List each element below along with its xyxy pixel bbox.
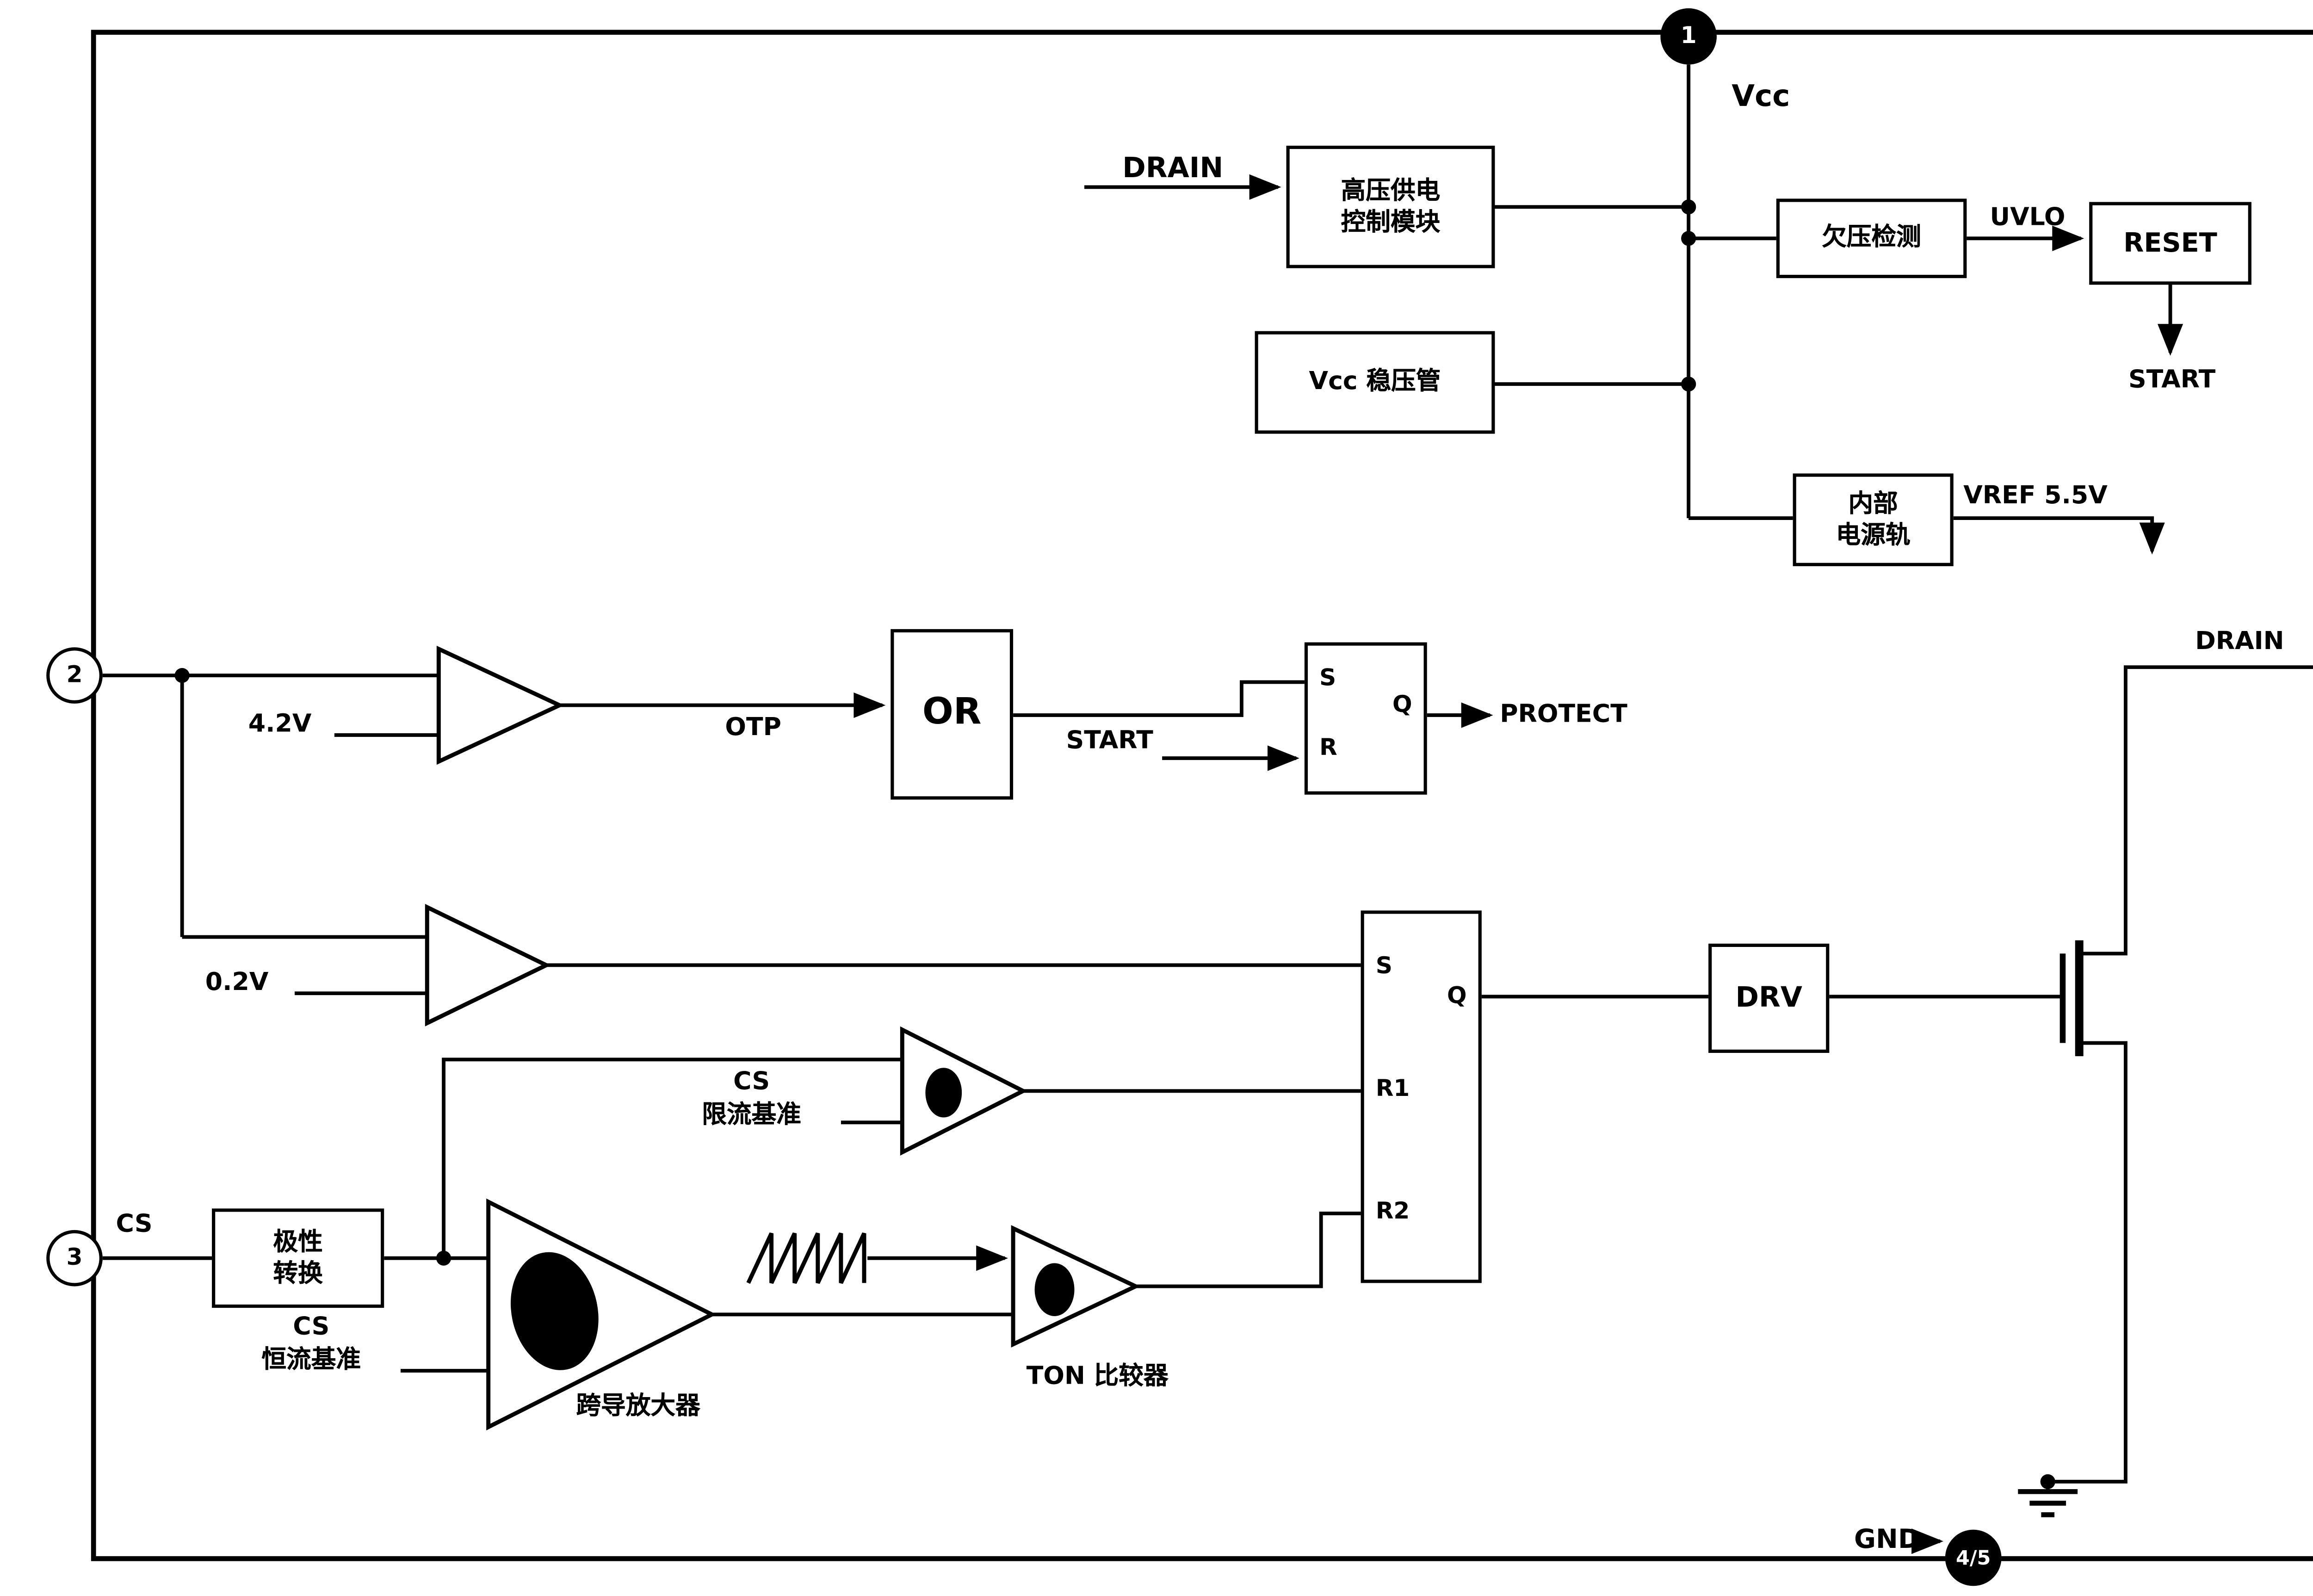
uvlo-detect-block: 欠压检测	[1776, 198, 1967, 278]
ton-comparator-label: TON 比较器	[1026, 1361, 1169, 1391]
drv-block: DRV	[1708, 943, 1830, 1053]
hv-supply-block: 高压供电 控制模块	[1286, 145, 1495, 268]
wire-or-to-latch1	[1013, 680, 1305, 717]
cs-cl-ref-line2: 限流基准	[702, 1098, 802, 1128]
uvlo-label: UVLO	[1990, 202, 2066, 232]
internal-rail-line1: 内部	[1848, 487, 1898, 518]
gm-amp-label: 跨导放大器	[576, 1391, 700, 1421]
pwm-latch-r1: R1	[1375, 1076, 1410, 1103]
demag-comparator-icon	[425, 903, 551, 1027]
protect-latch-block: S R Q	[1304, 642, 1427, 795]
pwm-latch-s: S	[1375, 953, 1392, 980]
hv-supply-line1: 高压供电	[1341, 174, 1441, 204]
junction-dot	[436, 1250, 451, 1266]
pin-3-cs: 3	[46, 1230, 103, 1287]
wire-cs-to-cmpc	[442, 1058, 903, 1258]
cs-cl-ref-label: CS 限流基准	[666, 1066, 838, 1131]
wire-drain-net	[2079, 665, 2313, 956]
polarity-line2: 转换	[273, 1258, 323, 1288]
polarity-convert-block: 极性 转换	[212, 1208, 384, 1308]
junction-dot	[2040, 1474, 2055, 1489]
cs-pin-label: CS	[116, 1208, 153, 1238]
gnd-label: GND	[1854, 1523, 1920, 1555]
junction-dot	[1681, 231, 1696, 246]
or-gate-label: OR	[922, 692, 982, 734]
cs-cc-ref-line2: 恒流基准	[261, 1343, 361, 1373]
protect-latch-r: R	[1319, 735, 1337, 762]
internal-rail-line2: 电源轨	[1836, 520, 1911, 550]
pwm-latch-r2: R2	[1375, 1198, 1410, 1225]
cs-cc-ref-line1: CS	[293, 1311, 330, 1341]
start-top-label: START	[2128, 364, 2216, 394]
gm-amp-glyph	[510, 1252, 599, 1370]
vcc-regulator-label: Vcc 稳压管	[1309, 366, 1441, 396]
uvlo-detect-label: 欠压检测	[1822, 222, 1921, 252]
start-mid-label: START	[1066, 725, 1153, 755]
pin-2-fb: 2	[46, 647, 103, 704]
junction-dot	[1681, 377, 1696, 392]
ton-comparator-icon	[1011, 1225, 1141, 1348]
protect-latch-s: S	[1319, 665, 1336, 692]
wire-vref-out	[1953, 516, 2165, 555]
wire-ton-to-r2	[1135, 1212, 1361, 1288]
otp-label: OTP	[725, 711, 782, 742]
ref-4v2-label: 4.2V	[248, 708, 312, 739]
cs-cc-ref-label: CS 恒流基准	[229, 1311, 394, 1376]
ovp-comparator-icon	[436, 645, 565, 765]
pwm-latch-q: Q	[1447, 983, 1467, 1010]
pin-1-vcc: 1	[1660, 8, 1717, 65]
drain-right-label: DRAIN	[2195, 625, 2284, 656]
protect-latch-q: Q	[1392, 692, 1412, 719]
protect-label: PROTECT	[1500, 699, 1627, 729]
hv-supply-line2: 控制模块	[1341, 207, 1441, 237]
vcc-regulator-block: Vcc 稳压管	[1255, 331, 1495, 434]
reset-label: RESET	[2123, 226, 2217, 258]
pwm-latch-block: S Q R1 R2	[1361, 910, 1482, 1283]
polarity-line1: 极性	[273, 1225, 323, 1256]
or-gate-block: OR	[891, 629, 1014, 800]
ref-0v2-label: 0.2V	[205, 966, 269, 997]
internal-rail-block: 内部 电源轨	[1793, 473, 1954, 566]
sawtooth-icon	[746, 1232, 866, 1284]
vcc-label: Vcc	[1732, 79, 1790, 114]
junction-dot	[1681, 199, 1696, 215]
ton-comparator-glyph	[1034, 1263, 1075, 1316]
chip-outline	[91, 30, 2313, 1561]
drv-label: DRV	[1735, 981, 1802, 1015]
drain-top-label: DRAIN	[1122, 152, 1224, 186]
vref-label: VREF 5.5V	[1963, 480, 2108, 510]
cs-cl-ref-line1: CS	[733, 1066, 770, 1096]
pin-45-gnd: 4/5	[1945, 1529, 2002, 1586]
junction-dot	[174, 668, 190, 683]
reset-block: RESET	[2089, 202, 2251, 285]
current-limit-comparator-icon	[900, 1026, 1028, 1156]
cl-comparator-glyph	[925, 1068, 962, 1118]
